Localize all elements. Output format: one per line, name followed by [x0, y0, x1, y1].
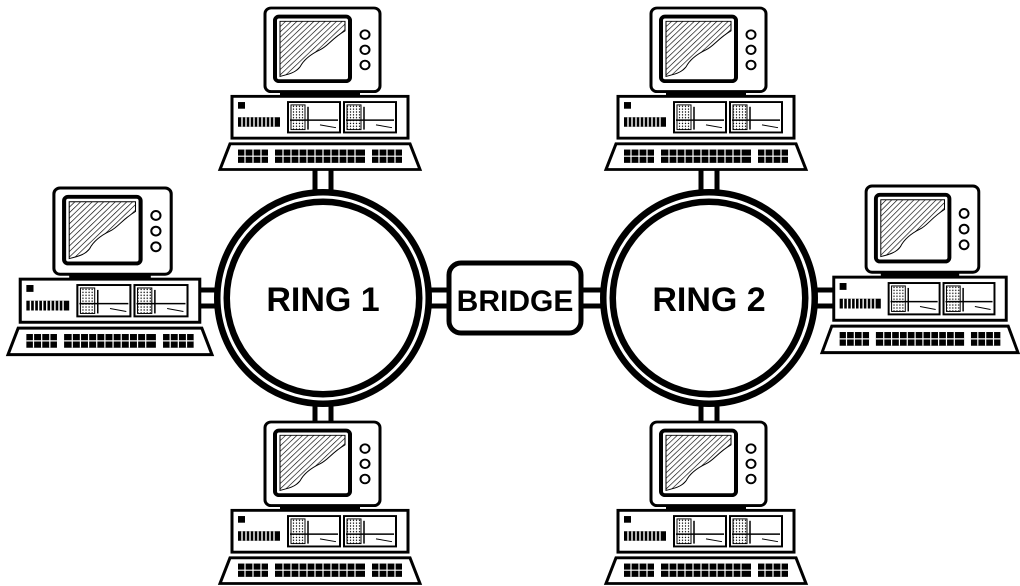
- ring2-right-computer-icon: [820, 184, 1020, 355]
- ring1-bottom-computer-icon: [218, 420, 422, 586]
- ring-2: RING 2: [600, 189, 818, 407]
- ring2-top-computer-icon: [604, 6, 808, 172]
- bridge-box: BRIDGE: [446, 260, 584, 336]
- ring-1: RING 1: [214, 189, 432, 407]
- ring1-label: RING 1: [266, 281, 379, 319]
- ring2-bottom-computer-icon: [604, 420, 808, 586]
- ring1-left-computer-icon: [8, 188, 212, 355]
- bridge-label: BRIDGE: [457, 285, 574, 318]
- ring2-label: RING 2: [652, 281, 765, 319]
- ring1-top-computer-icon: [218, 6, 422, 172]
